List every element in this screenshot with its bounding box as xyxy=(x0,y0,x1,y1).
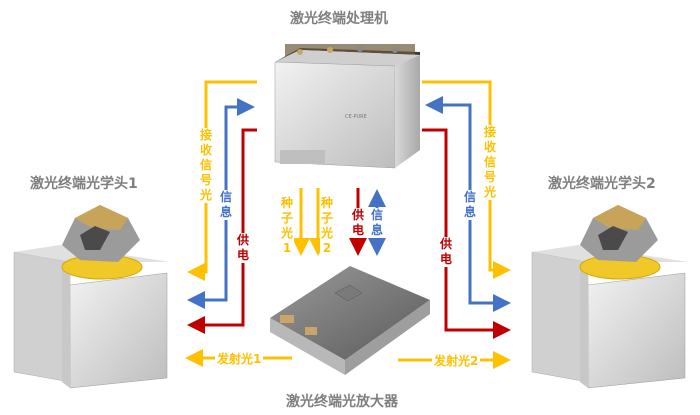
processor-device: CE-PURE xyxy=(274,44,420,169)
seed1-label: 种子光1 xyxy=(280,196,294,256)
power-label-center: 供电 xyxy=(351,208,365,238)
svg-text:CE-PURE: CE-PURE xyxy=(345,114,367,120)
amplifier-title: 激光终端光放大器 xyxy=(286,394,398,410)
seed2-label: 种子光2 xyxy=(320,196,334,256)
emit1-label: 发射光1 xyxy=(215,350,264,367)
info-line-right-down xyxy=(468,210,511,312)
info-line-left-up xyxy=(224,98,255,210)
info-line-left-down xyxy=(187,210,228,309)
amplifier-device xyxy=(270,266,430,375)
info-label-right: 信息 xyxy=(463,190,477,220)
receive-signal-label-left: 接收信号光 xyxy=(199,128,213,203)
info-line-right-up xyxy=(425,96,472,210)
head2-title: 激光终端光学头2 xyxy=(548,176,656,192)
head2-device xyxy=(531,205,688,389)
power-label-right: 供电 xyxy=(439,237,453,267)
receive-signal-label-right: 接收信号光 xyxy=(483,125,497,200)
emit2-label: 发射光2 xyxy=(432,352,481,369)
processor-title: 激光终端处理机 xyxy=(290,11,388,27)
head1-title: 激光终端光学头1 xyxy=(30,176,138,192)
head1-device xyxy=(13,205,170,389)
info-label-center: 信息 xyxy=(370,208,384,238)
power-line-right xyxy=(422,128,511,339)
power-line-left xyxy=(187,128,257,334)
info-label-left: 信息 xyxy=(219,190,233,220)
power-label-left: 供电 xyxy=(236,233,250,263)
